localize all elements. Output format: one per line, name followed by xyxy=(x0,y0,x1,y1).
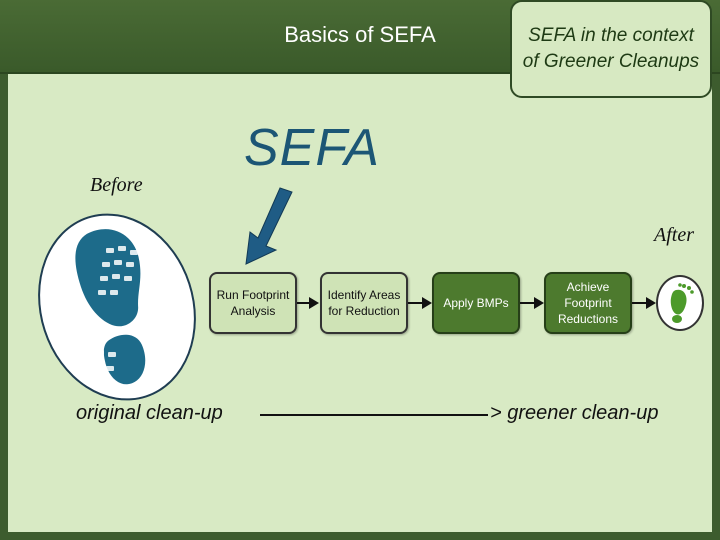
green-footprint-icon xyxy=(670,283,694,323)
down-arrow-icon xyxy=(245,187,293,265)
greener-cleanup-label: > greener clean-up xyxy=(490,402,659,424)
step-identify-areas: Identify Areas for Reduction xyxy=(320,272,408,334)
connector-arrow xyxy=(408,297,432,309)
step-label: Apply BMPs xyxy=(443,296,509,310)
step-achieve-reductions: Achieve Footprint Reductions xyxy=(544,272,632,334)
connector-arrow xyxy=(520,297,544,309)
header-title: Basics of SEFA xyxy=(284,22,436,47)
before-label: Before xyxy=(90,174,143,196)
original-cleanup-label: original clean-up xyxy=(76,402,223,424)
step-label: Identify Areas for Reduction xyxy=(327,288,401,318)
context-tab[interactable]: SEFA in the context of Greener Cleanups xyxy=(510,0,712,98)
step-run-footprint-analysis: Run Footprint Analysis xyxy=(209,272,297,334)
step-label: Achieve Footprint Reductions xyxy=(557,280,619,326)
after-label: After xyxy=(654,224,694,246)
transition-line xyxy=(260,414,488,416)
context-tab-label: SEFA in the context of Greener Cleanups xyxy=(522,25,700,72)
step-apply-bmps: Apply BMPs xyxy=(432,272,520,334)
sefa-title: SEFA xyxy=(244,119,380,177)
connector-arrow xyxy=(632,297,656,309)
connector-arrow xyxy=(297,297,319,309)
step-label: Run Footprint Analysis xyxy=(216,288,290,318)
boot-footprint-icon xyxy=(75,229,146,385)
